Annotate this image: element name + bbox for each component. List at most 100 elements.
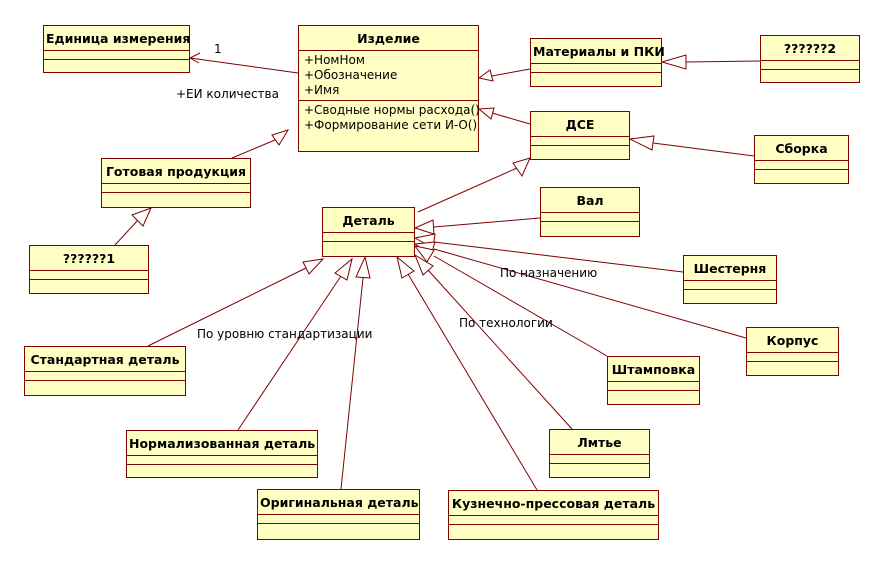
discriminator-by-standardization: По уровню стандартизации [197, 327, 373, 341]
operations-section: +Сводные нормы расхода() +Формирование с… [299, 101, 480, 135]
association-arrowhead [188, 52, 201, 64]
operations-section [608, 391, 699, 399]
operation: +Формирование сети И-О() [304, 118, 478, 132]
generalization-arrowhead [413, 253, 434, 276]
attributes-section [747, 353, 838, 362]
generalization-line [652, 142, 755, 157]
class-korpus[interactable]: Корпус [746, 327, 839, 376]
class-detal[interactable]: Деталь [322, 207, 415, 257]
discriminator-by-technology: По технологии [459, 316, 553, 330]
attributes-section: +НомНом +Обозначение +Имя [299, 51, 478, 101]
attributes-section [323, 233, 414, 242]
generalization-line [340, 277, 364, 490]
operations-section [755, 170, 848, 178]
attributes-section [127, 456, 317, 465]
class-name: Сборка [755, 136, 848, 161]
class-q2[interactable]: ??????2 [760, 35, 860, 83]
attributes-section [550, 455, 649, 464]
class-name: Кузнечно-прессовая деталь [449, 491, 658, 516]
generalization-arrowhead [660, 54, 687, 70]
class-q1[interactable]: ??????1 [29, 245, 149, 294]
class-shesternya[interactable]: Шестерня [683, 255, 777, 304]
generalization-line [231, 139, 276, 159]
association-line [189, 57, 299, 74]
attribute: +Имя [304, 83, 340, 97]
generalization-line [685, 60, 761, 63]
generalization-line [433, 241, 684, 273]
generalization-arrowhead [477, 69, 494, 82]
class-dse[interactable]: ДСЕ [530, 111, 630, 160]
class-normalizovannaya[interactable]: Нормализованная деталь [126, 430, 318, 478]
operations-section [323, 242, 414, 250]
generalization-arrowhead [271, 129, 290, 146]
class-gotovaya-produkciya[interactable]: Готовая продукция [101, 158, 251, 208]
operation: +Сводные нормы расхода() [304, 103, 480, 117]
class-lite[interactable]: Лмтье [549, 429, 650, 478]
class-sborka[interactable]: Сборка [754, 135, 849, 184]
class-edinica-izmereniya[interactable]: Единица измерения [43, 25, 190, 73]
operations-section [102, 193, 250, 201]
operations-section [449, 525, 658, 533]
generalization-arrowhead [355, 255, 371, 279]
class-name: Готовая продукция [102, 159, 250, 184]
operations-section [684, 290, 776, 298]
class-name: Оригинальная деталь [258, 490, 419, 515]
generalization-line [491, 68, 531, 77]
operations-section [44, 60, 189, 68]
attribute: +НомНом [304, 53, 365, 67]
operations-section [747, 362, 838, 370]
attributes-section [30, 271, 148, 280]
class-name: ДСЕ [531, 112, 629, 137]
operations-section [531, 146, 629, 154]
class-name: Вал [541, 188, 639, 213]
attributes-section [541, 213, 639, 222]
class-name: Корпус [747, 328, 838, 353]
class-kuznechno-pressovaya[interactable]: Кузнечно-прессовая деталь [448, 490, 659, 540]
generalization-line [147, 267, 307, 347]
generalization-line [237, 275, 342, 431]
class-name: Нормализованная деталь [127, 431, 317, 456]
generalization-line [433, 217, 541, 228]
operations-section [258, 524, 419, 532]
attributes-section [258, 515, 419, 524]
class-materialy-i-pki[interactable]: Материалы и ПКИ [530, 38, 665, 87]
generalization-line [427, 269, 573, 430]
generalization-arrowhead [413, 219, 435, 235]
class-name: Изделие [299, 26, 478, 51]
class-name: Материалы и ПКИ [531, 39, 665, 64]
class-shtampovka[interactable]: Штамповка [607, 356, 700, 405]
generalization-arrowhead [477, 107, 495, 120]
generalization-line [417, 167, 518, 213]
attributes-section [25, 372, 185, 381]
attributes-section [102, 184, 250, 193]
generalization-line [433, 255, 608, 357]
class-name: Стандартная деталь [25, 347, 185, 372]
class-val[interactable]: Вал [540, 187, 640, 237]
class-standartnaya[interactable]: Стандартная деталь [24, 346, 186, 396]
class-name: Деталь [323, 208, 414, 233]
generalization-arrowhead [396, 255, 415, 279]
operations-section [30, 280, 148, 288]
operations-section [761, 70, 859, 78]
attributes-section [608, 382, 699, 391]
operations-section [531, 73, 661, 81]
generalization-arrowhead [413, 245, 435, 263]
generalization-arrowhead [628, 135, 655, 151]
class-name: Единица измерения [44, 26, 190, 51]
generalization-line [407, 273, 538, 491]
generalization-arrowhead [334, 257, 353, 281]
attributes-section [44, 51, 189, 60]
class-originalnaya[interactable]: Оригинальная деталь [257, 489, 420, 540]
operations-section [25, 381, 185, 389]
class-izdelie[interactable]: Изделие +НомНом +Обозначение +Имя +Сводн… [298, 25, 480, 152]
class-name: ??????1 [30, 246, 148, 271]
class-name: ??????2 [761, 36, 859, 61]
attributes-section [684, 281, 776, 290]
discriminator-by-purpose: По назначению [500, 266, 598, 280]
class-name: Лмтье [550, 430, 649, 455]
attributes-section [755, 161, 848, 170]
attributes-section [761, 61, 859, 70]
generalization-line [114, 219, 139, 246]
attributes-section [531, 64, 661, 73]
